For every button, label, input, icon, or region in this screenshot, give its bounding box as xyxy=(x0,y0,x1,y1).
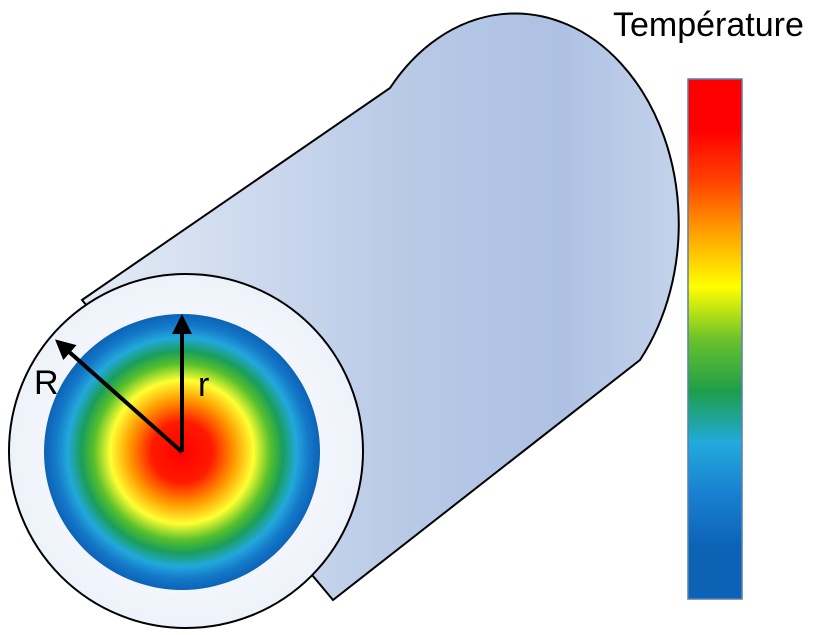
temperature-colorbar xyxy=(687,78,743,600)
outer-radius-label: R xyxy=(34,364,59,402)
outer-radius-arrow xyxy=(55,339,184,454)
colorbar-title: Température xyxy=(613,6,804,44)
inner-radius-label: r xyxy=(198,366,210,404)
